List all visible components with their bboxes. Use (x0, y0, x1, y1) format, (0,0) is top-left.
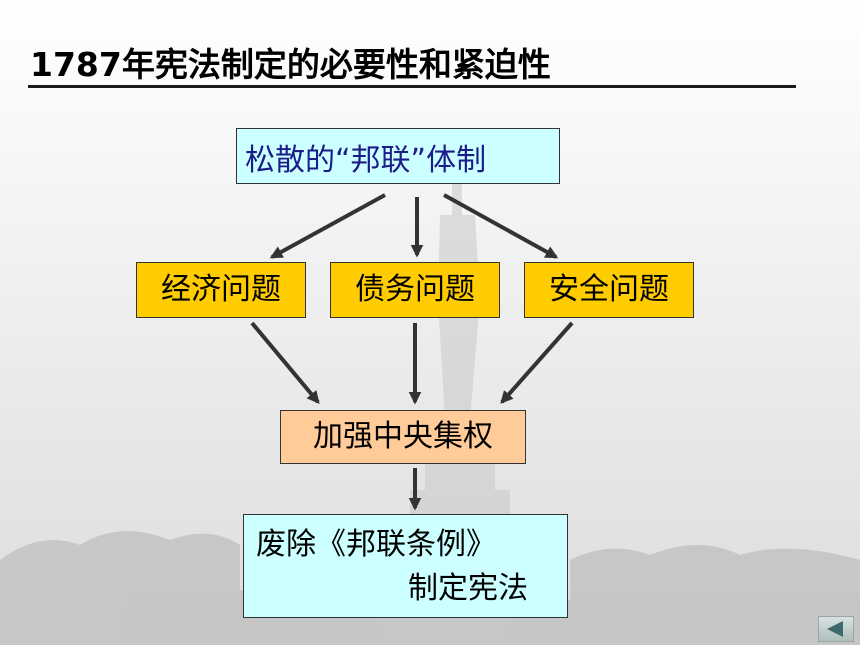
title-underline (28, 85, 796, 88)
economic-problem-box: 经济问题 (136, 262, 306, 318)
debt-problem-box: 债务问题 (330, 262, 500, 318)
page-title: 1787年宪法制定的必要性和紧迫性 (30, 45, 551, 84)
centralize-power-box: 加强中央集权 (280, 410, 526, 464)
back-triangle-icon (827, 621, 843, 637)
result-box: 废除《邦联条例》 制定宪法 (243, 514, 568, 618)
security-problem-box: 安全问题 (524, 262, 694, 318)
back-button[interactable] (818, 616, 854, 642)
confederation-system-box: 松散的“邦联”体制 (236, 128, 560, 184)
result-line-2: 制定宪法 (408, 571, 528, 606)
result-line-1: 废除《邦联条例》 (256, 527, 496, 562)
